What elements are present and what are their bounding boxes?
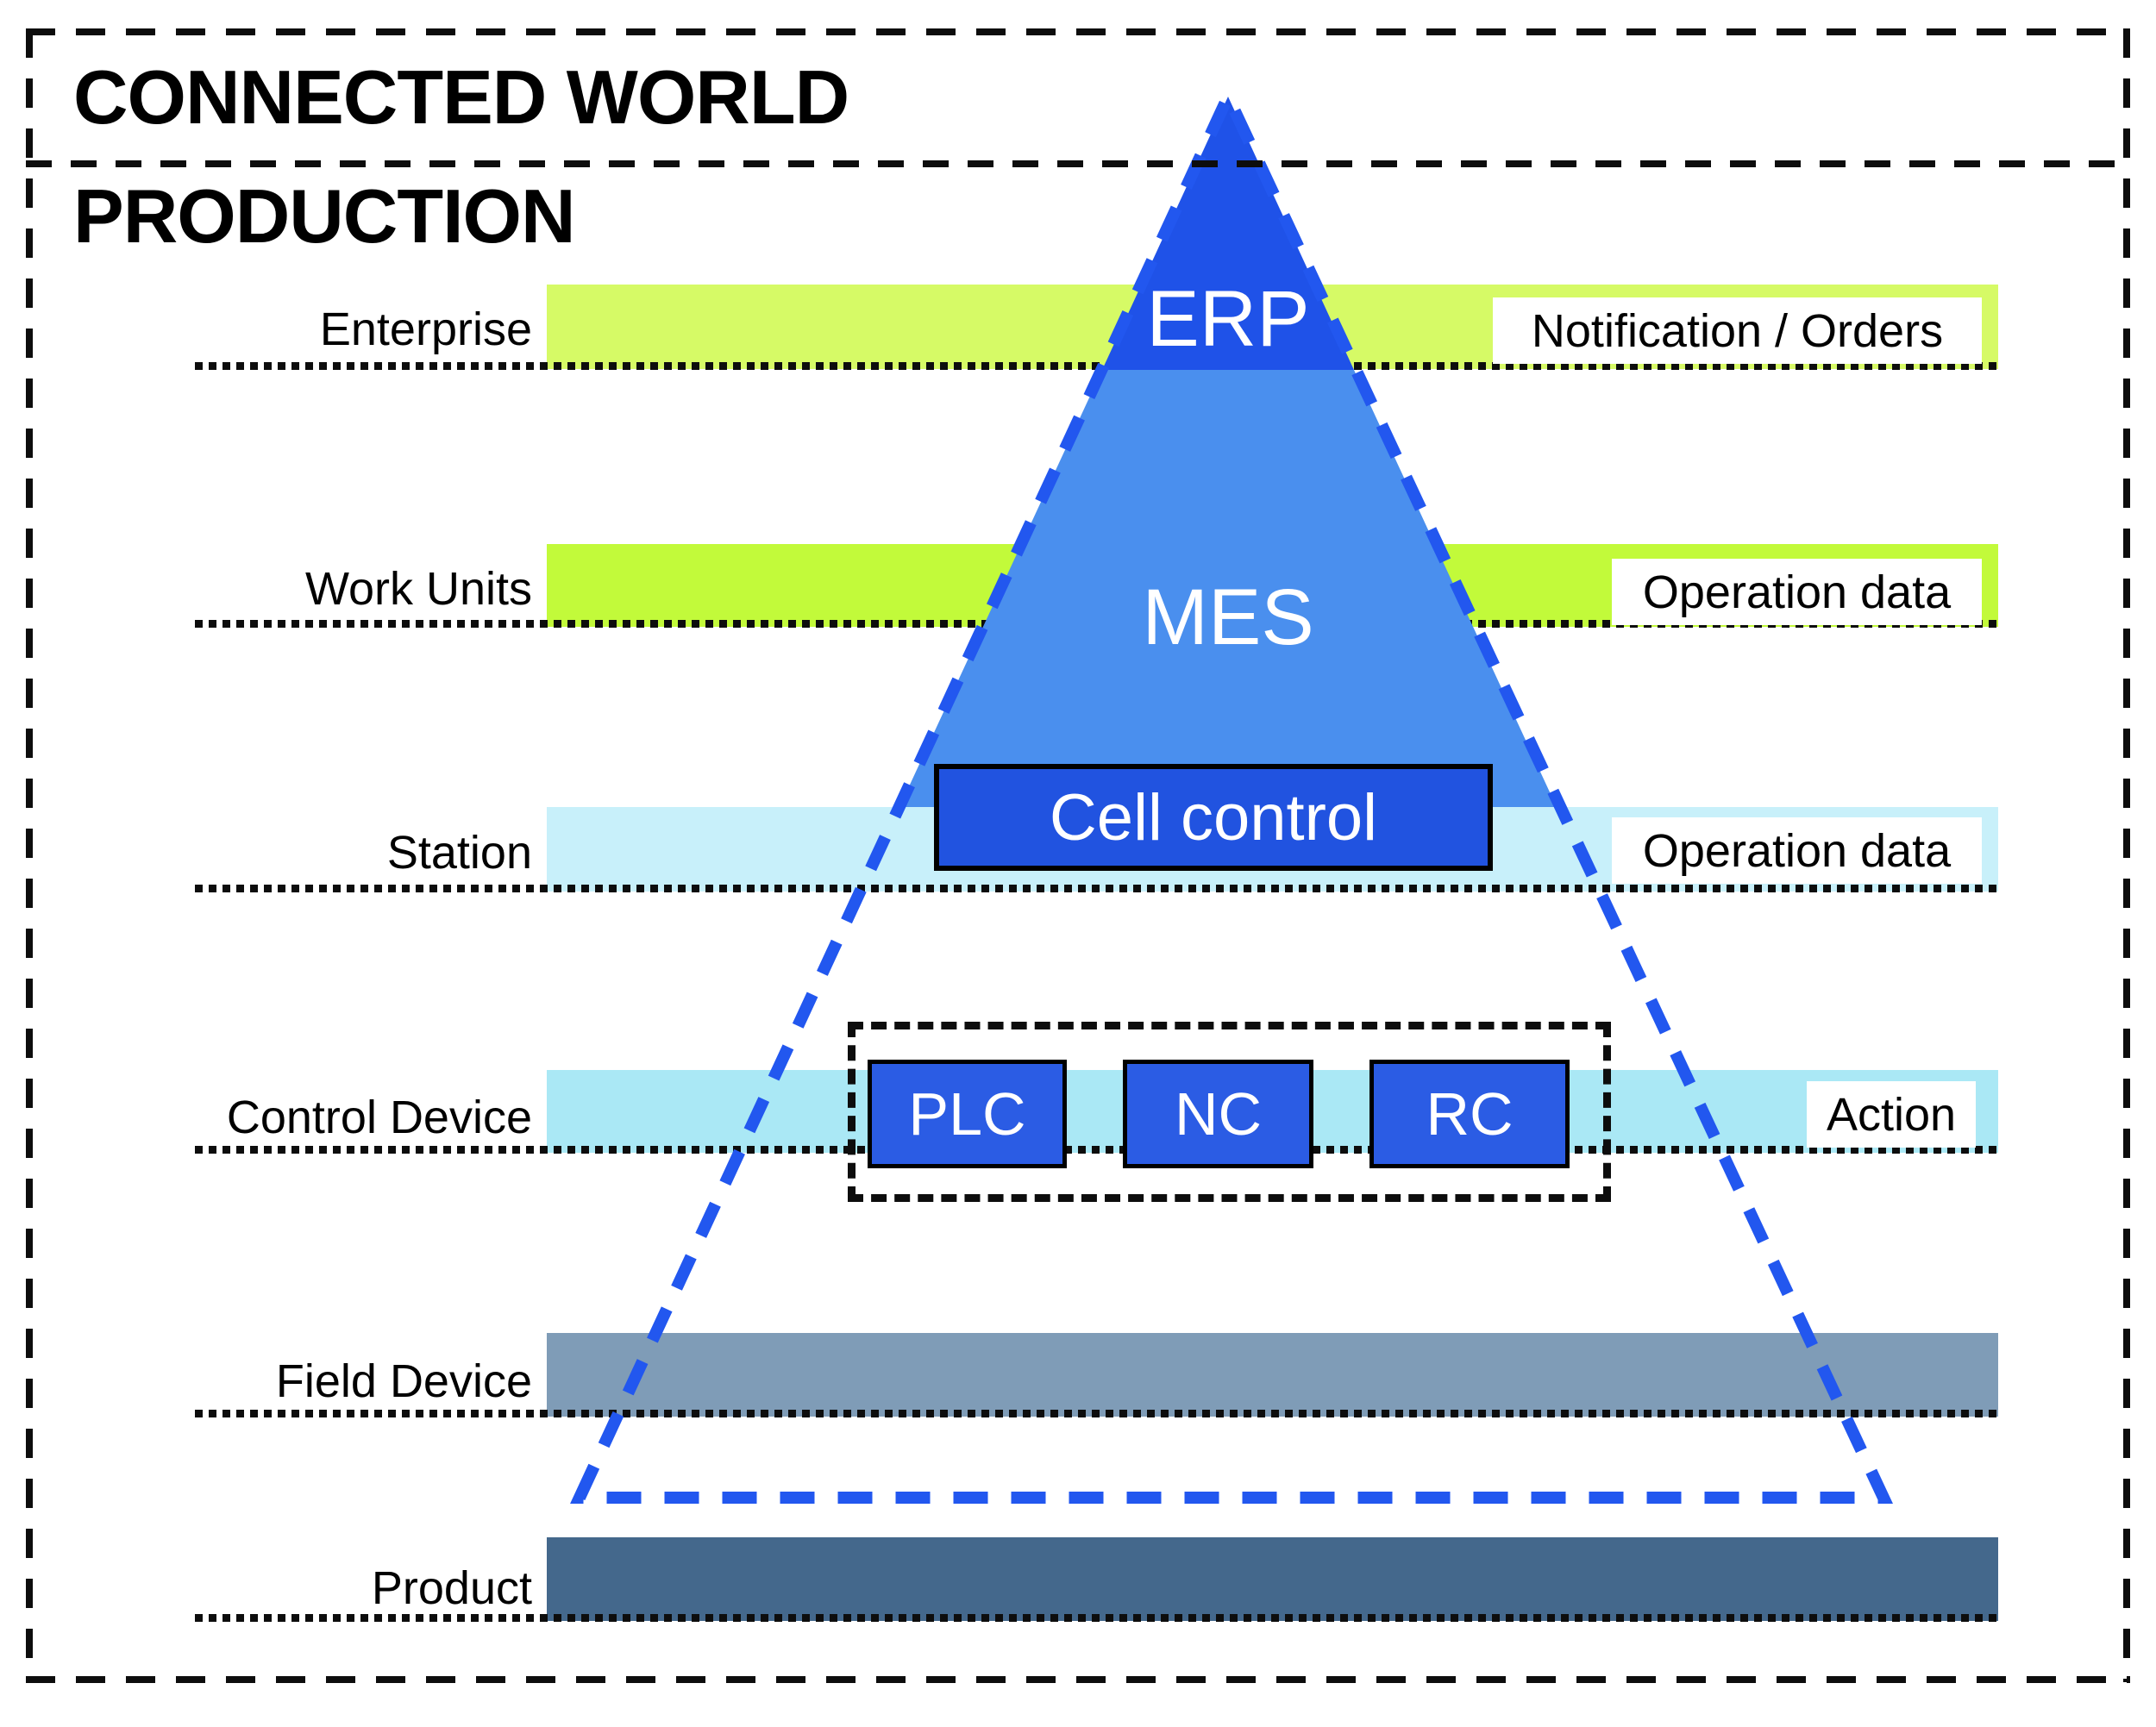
annotation-operation-data-work-units: Operation data	[1612, 559, 1982, 625]
pyramid-mes-fill	[899, 370, 1557, 807]
annotation-operation-data-station: Operation data	[1612, 817, 1982, 884]
pyramid-dashed-outline	[570, 82, 1894, 1504]
level-label-control-device: Control Device	[226, 1092, 532, 1143]
annotation-notification-orders: Notification / Orders	[1493, 297, 1982, 364]
field-device-level-bar	[547, 1333, 1998, 1417]
outer-border-top	[26, 28, 2130, 35]
mes-label: MES	[1142, 573, 1314, 661]
annotation-action: Action	[1807, 1081, 1976, 1148]
controller-group-dashed-rect	[848, 1022, 1611, 1202]
outer-border-left	[26, 28, 33, 1682]
connected-world-title: CONNECTED WORLD	[73, 54, 849, 140]
enterprise-dotted-line	[195, 362, 1998, 370]
connected-world-divider-line	[26, 160, 2130, 167]
level-label-field-device: Field Device	[275, 1355, 532, 1407]
level-label-work-units: Work Units	[304, 563, 532, 615]
product-dotted-line	[195, 1614, 1998, 1622]
level-label-enterprise: Enterprise	[319, 303, 532, 355]
nc-box: NC	[1123, 1060, 1313, 1168]
station-dotted-line	[195, 885, 1998, 892]
plc-box: PLC	[868, 1060, 1067, 1168]
pyramid-erp-fill	[1102, 97, 1354, 370]
level-label-product: Product	[371, 1562, 532, 1614]
outer-border-right	[2123, 28, 2130, 1682]
rc-box: RC	[1369, 1060, 1570, 1168]
erp-label: ERP	[1146, 275, 1310, 363]
outer-border-bottom	[26, 1676, 2130, 1683]
level-label-station: Station	[386, 827, 532, 879]
cell-control-box: Cell control	[934, 764, 1493, 871]
production-title: PRODUCTION	[73, 173, 576, 259]
product-level-bar	[547, 1537, 1998, 1621]
field-device-dotted-line	[195, 1410, 1998, 1417]
control-device-dotted-line	[195, 1146, 1998, 1154]
